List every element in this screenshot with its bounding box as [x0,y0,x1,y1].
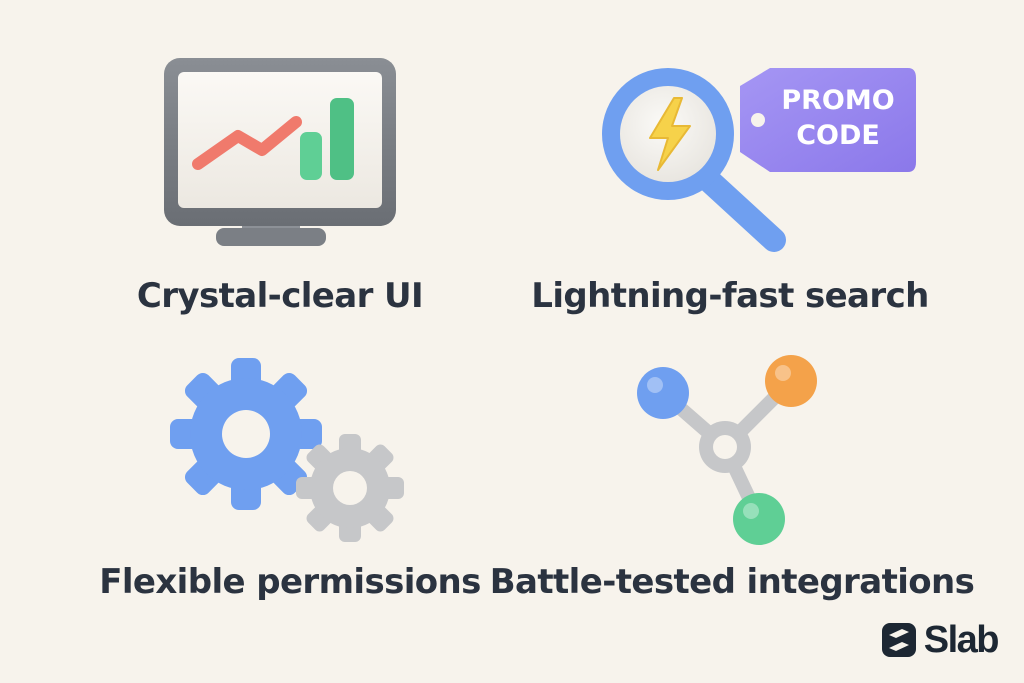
promo-tag-line-2: CODE [796,120,880,151]
feature-title: Battle-tested integrations [489,562,975,602]
feature-title: Lightning-fast search [531,276,929,316]
brand-logo: Slab [881,619,1000,661]
brand-name: Slab [923,619,1000,661]
monitor-chart-icon [164,58,396,246]
slab-logo-icon [881,623,916,657]
feature-title: Crystal-clear UI [136,276,424,316]
magnifier-promo-tag-icon: PROMO CODE [602,68,916,252]
feature-title: Flexible permissions [99,562,481,602]
network-nodes-icon [637,355,817,545]
gears-icon [170,358,404,542]
promo-tag-line-1: PROMO [781,85,894,116]
